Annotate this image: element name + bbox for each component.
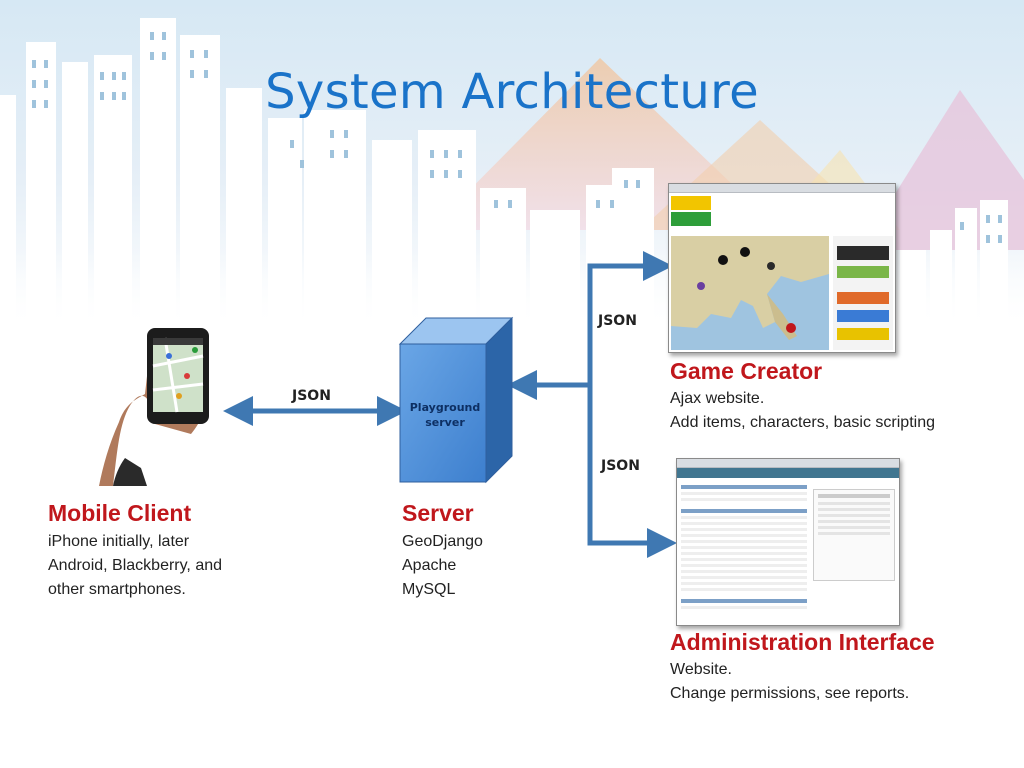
server-admin-arrow [587, 385, 678, 558]
phone-in-hand-image [99, 328, 209, 486]
game-creator-line-1: Ajax website. [670, 390, 765, 407]
sidebar-palette [833, 236, 893, 350]
server-box-label: Playground server [404, 400, 486, 430]
browser-toolbar [677, 459, 899, 468]
server-line-2: Apache [402, 557, 457, 574]
json-label-admin: JSON [601, 458, 640, 474]
server-game-creator-arrow [587, 251, 674, 385]
server-box [398, 316, 514, 484]
recent-actions-panel [813, 489, 895, 581]
server-box-label-line2: server [425, 416, 465, 429]
server-box-label-line1: Playground [409, 401, 481, 414]
server-heading: Server [402, 500, 474, 526]
json-label-game-creator: JSON [598, 313, 637, 329]
json-label-mobile: JSON [292, 388, 331, 404]
mobile-client-line-1: iPhone initially, later [48, 533, 190, 550]
admin-interface-heading: Administration Interface [670, 629, 935, 655]
admin-interface-screenshot [676, 458, 900, 626]
game-creator-heading: Game Creator [670, 358, 823, 384]
server-line-3: MySQL [402, 581, 456, 598]
browser-toolbar [669, 184, 895, 193]
server-line-1: GeoDjango [402, 533, 483, 550]
admin-interface-line-1: Website. [670, 661, 732, 678]
admin-header-bar [677, 468, 899, 478]
playground-logo [671, 196, 711, 232]
map-view [671, 236, 829, 350]
admin-models-table [681, 485, 807, 621]
page-title: System Architecture [265, 64, 759, 120]
game-creator-line-2: Add items, characters, basic scripting [670, 414, 935, 431]
mobile-client-line-3: other smartphones. [48, 581, 186, 598]
mobile-client-heading: Mobile Client [48, 500, 192, 526]
building-windows [32, 32, 1002, 243]
mobile-client-line-2: Android, Blackberry, and [48, 557, 223, 574]
game-creator-screenshot [668, 183, 896, 353]
admin-interface-line-2: Change permissions, see reports. [670, 685, 910, 702]
